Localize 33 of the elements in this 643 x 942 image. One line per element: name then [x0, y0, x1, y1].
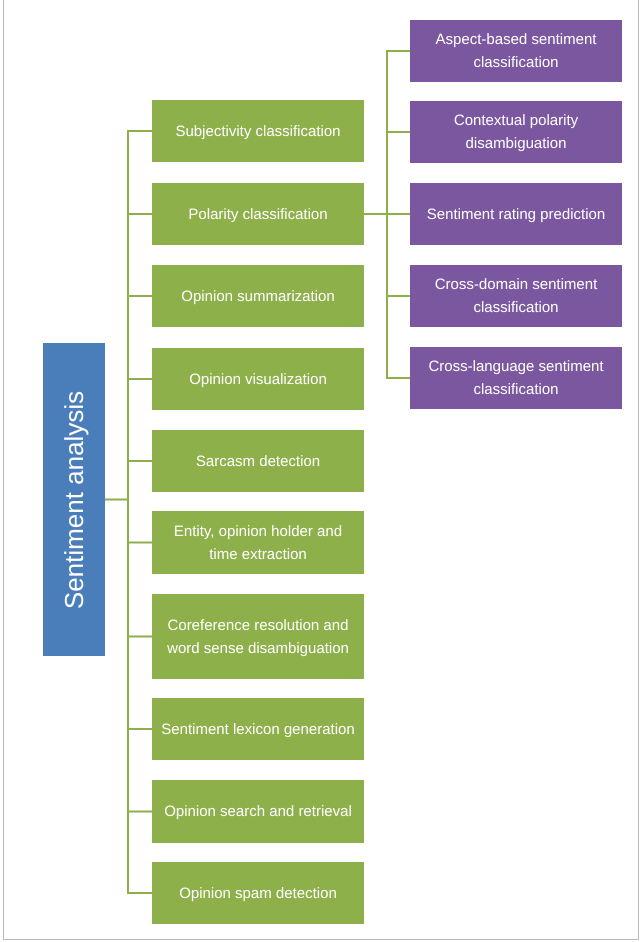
- node-label: Cross-domain sentiment classification: [434, 275, 598, 318]
- node-label: Aspect-based sentiment classification: [434, 30, 598, 73]
- node-label: Cross-language sentiment classification: [427, 357, 605, 400]
- subtask-box: [410, 20, 622, 82]
- task-box: [152, 265, 364, 327]
- connector-line: [364, 213, 410, 379]
- node-label: Sentiment rating prediction: [426, 204, 606, 224]
- task-box: [152, 430, 364, 492]
- subtask-box: [410, 101, 622, 163]
- node-label: Coreference resolution and word sense disambiguation: [166, 616, 350, 658]
- subtask-box: [410, 183, 622, 245]
- task-box: [152, 594, 364, 679]
- node-label: Opinion visualization: [188, 370, 328, 390]
- node-label: Opinion spam detection: [178, 884, 338, 904]
- node-label: Entity, opinion holder and time extraction: [172, 522, 344, 564]
- task-box: [152, 862, 364, 924]
- task-box: [152, 183, 364, 245]
- node-label: Subjectivity classification: [174, 122, 342, 142]
- task-box: [152, 348, 364, 410]
- node-label: Sentiment lexicon generation: [160, 720, 356, 740]
- task-box: [152, 698, 364, 760]
- node-label: Sarcasm detection: [194, 452, 322, 472]
- node-label: Sentiment analysis: [59, 390, 89, 609]
- topic-box: [43, 343, 105, 656]
- task-box: [152, 780, 364, 843]
- node-label: Contextual polarity disambiguation: [452, 111, 580, 154]
- task-box: [152, 511, 364, 574]
- subtask-box: [410, 265, 622, 327]
- node-label: Opinion summarization: [180, 286, 336, 306]
- node-label: Opinion search and retrieval: [163, 802, 353, 822]
- node-label: Polarity classification: [187, 204, 329, 224]
- task-box: [152, 100, 364, 162]
- subtask-box: [410, 347, 622, 409]
